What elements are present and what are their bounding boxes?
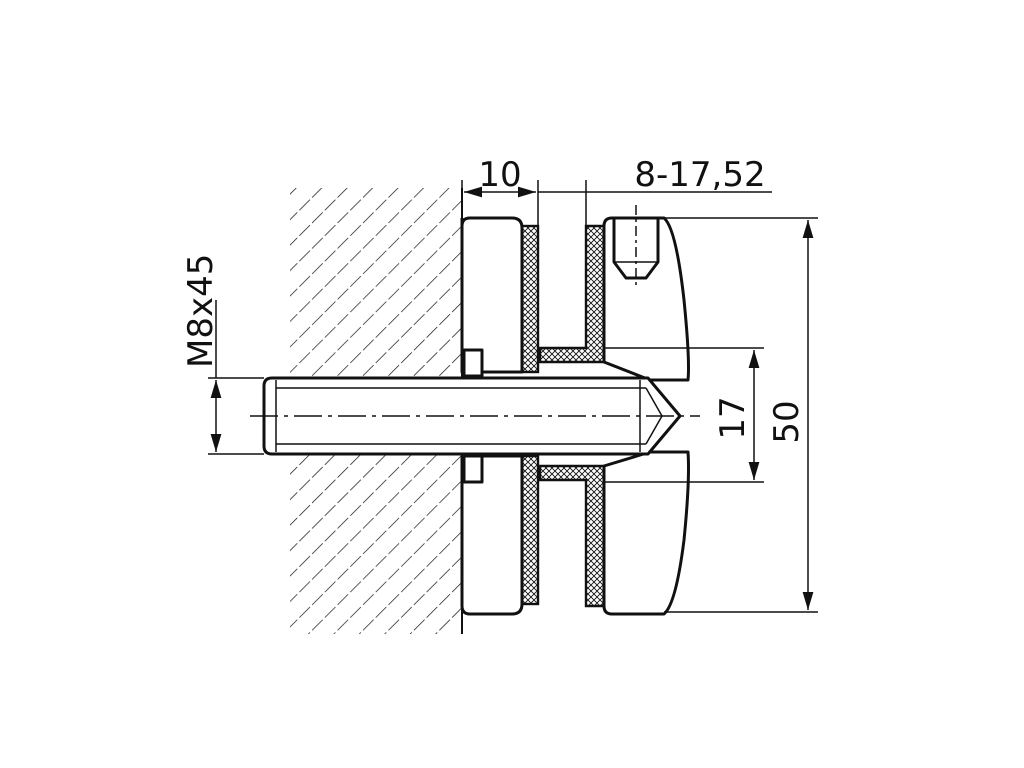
dimension-plate-width: 10 — [461, 155, 539, 226]
dimension-thread: M8x45 — [181, 254, 264, 455]
wall-plate — [460, 216, 524, 616]
dimension-label-inner-diameter: 17 — [713, 396, 753, 439]
dimension-label-outer-diameter: 50 — [767, 400, 807, 443]
threaded-bolt — [250, 376, 700, 456]
inner-gasket — [520, 224, 540, 606]
outer-cap — [602, 205, 690, 616]
dimension-inner-diameter: 17 — [604, 347, 764, 483]
dimension-label-thread: M8x45 — [181, 254, 221, 368]
dimension-glass-range: 8-17,52 — [538, 155, 772, 226]
dimension-label-plate-width: 10 — [478, 155, 521, 195]
spacer-ring — [462, 348, 484, 484]
dimension-outer-diameter: 50 — [664, 217, 818, 613]
dimension-label-glass-range: 8-17,52 — [634, 155, 765, 195]
